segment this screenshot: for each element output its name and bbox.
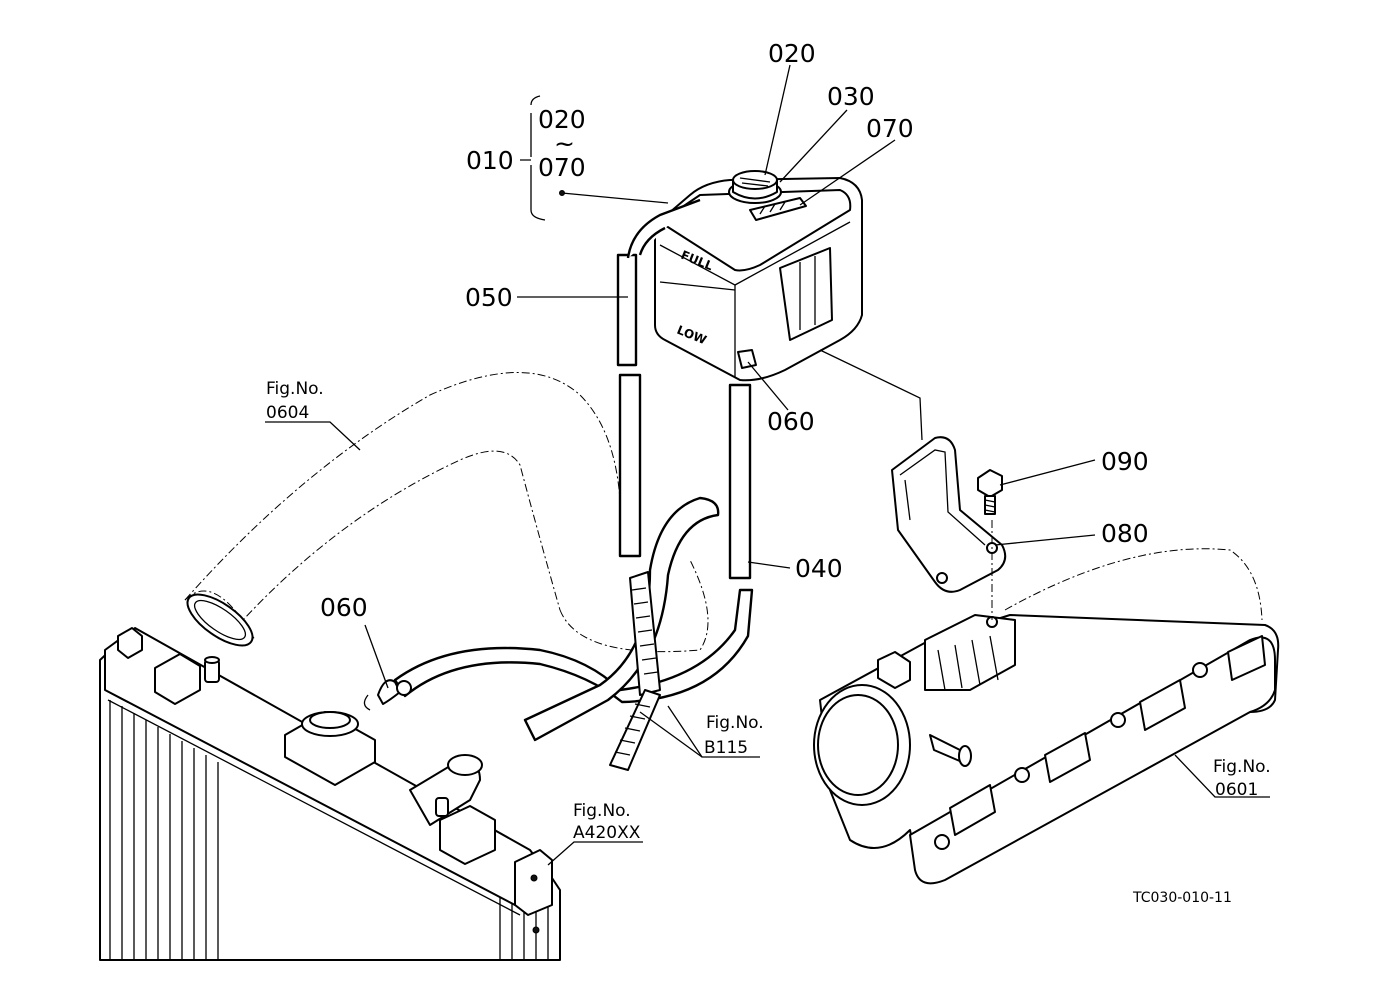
drawing-code: TC030-010-11 [1132,890,1232,906]
label-030: 030 [827,82,875,111]
label-010: 010 [466,146,514,175]
label-060-upper: 060 [767,407,815,436]
fig-0601-number: 0601 [1215,780,1258,800]
radiator-cap [284,711,376,786]
label-020: 020 [768,39,816,68]
tank-vent-070 [749,197,807,221]
label-070: 070 [866,114,914,143]
label-range-tilde: ~ [554,129,575,158]
overflow-hose-040 [728,383,752,580]
label-050: 050 [465,283,513,312]
label-090: 090 [1101,447,1149,476]
fig-0604-number: 0604 [266,403,309,423]
reserve-tank: FULL LOW [626,170,863,382]
tank-bracket-080 [891,436,1007,593]
overflow-pipe-040-lower [363,496,754,771]
fig-a420xx-number: A420XX [573,823,641,843]
bolt-090 [977,469,1003,515]
leader-lines [265,64,1270,866]
fig-a420xx-label: Fig.No. [573,801,631,821]
figure-references: Fig.No. 0604 Fig.No. B115 Fig.No. A420XX… [266,379,1271,843]
label-range-start: 020 [538,105,586,134]
tank-cap-020 [728,170,782,204]
hose-clip-060-lower [363,679,412,711]
fig-0604-label: Fig.No. [266,379,324,399]
label-080: 080 [1101,519,1149,548]
fig-0601-label: Fig.No. [1213,757,1271,777]
radiator-fins [109,700,549,960]
manifold-ports [949,635,1266,836]
fig-b115-number: B115 [704,738,748,758]
part-labels: 020 030 070 010 020 ~ 070 050 060 060 04… [320,39,1149,622]
fig-b115-label: Fig.No. [706,713,764,733]
overflow-hose-050 [616,253,642,558]
label-060-lower: 060 [320,593,368,622]
radiator [99,627,561,961]
clamp-band-ticks [614,587,659,756]
exhaust-manifold [813,520,1280,885]
upper-hose-ghost [184,372,709,653]
label-040: 040 [795,554,843,583]
label-range-end: 070 [538,153,586,182]
